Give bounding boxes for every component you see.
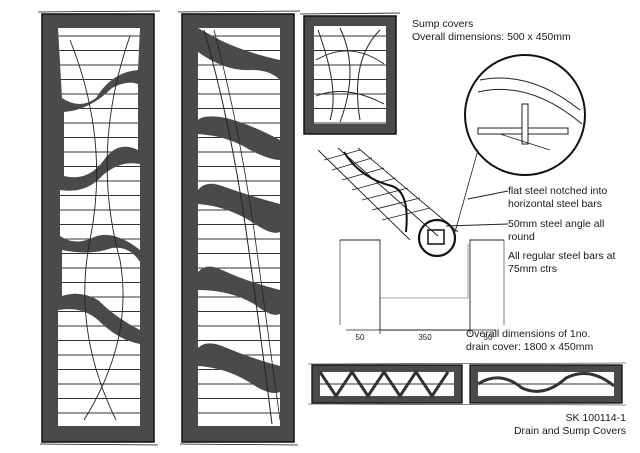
- title-block: SK 100114-1 Drain and Sump Covers: [514, 412, 626, 438]
- note-sump-covers-line2: Overall dimensions: 500 x 450mm: [412, 31, 571, 43]
- note-regular-bars-line2: 75mm ctrs: [508, 263, 558, 275]
- note-steel-angle-line2: round: [508, 231, 535, 243]
- section-sketch: [317, 147, 505, 334]
- note-drain-cover-line2: drain cover: 1800 x 450mm: [466, 341, 594, 353]
- leader-lines: [445, 190, 509, 227]
- note-flat-steel: flat steel notched into horizontal steel…: [508, 185, 607, 211]
- drain-cover-panel-2: [177, 10, 301, 446]
- panel-1-bars: [58, 28, 140, 426]
- drawing-number: SK 100114-1: [565, 412, 626, 424]
- dimension-left: 50: [356, 333, 365, 342]
- note-drain-cover-line1: Overall dimensions of 1no.: [466, 328, 591, 340]
- note-sump-covers-line1: Sump covers: [412, 18, 474, 30]
- note-regular-bars-line1: All regular steel bars at: [508, 250, 616, 262]
- note-regular-bars: All regular steel bars at 75mm ctrs: [508, 250, 615, 276]
- note-flat-steel-line2: horizontal steel bars: [508, 198, 602, 210]
- note-sump-covers: Sump covers Overall dimensions: 500 x 45…: [412, 18, 571, 44]
- panel-2-bars: [198, 28, 281, 426]
- dimension-right: 50: [484, 333, 493, 342]
- sump-cover-panel: [299, 12, 401, 135]
- drain-cover-long-view: [307, 362, 627, 406]
- drain-cover-panel-1: [37, 10, 161, 446]
- dimension-middle: 350: [418, 333, 432, 342]
- detail-circle: [464, 54, 586, 176]
- note-steel-angle-line1: 50mm steel angle all: [508, 218, 605, 230]
- note-flat-steel-line1: flat steel notched into: [508, 185, 608, 197]
- note-drain-cover-dimensions: Overall dimensions of 1no. drain cover: …: [466, 328, 593, 354]
- note-steel-angle: 50mm steel angle all round: [508, 218, 604, 244]
- drawing-title: Drain and Sump Covers: [513, 425, 626, 437]
